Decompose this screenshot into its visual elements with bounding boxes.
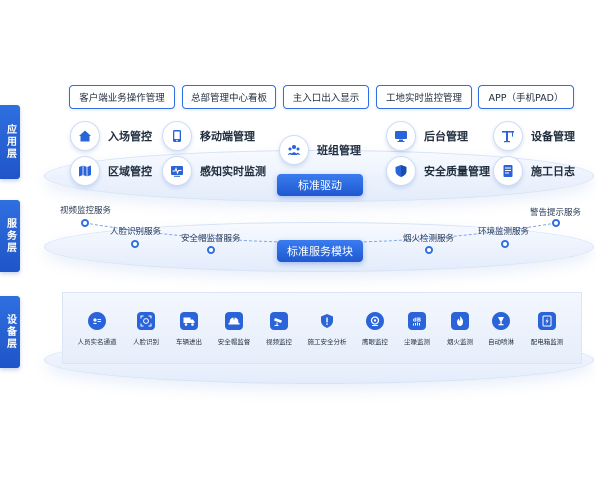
service-node-face[interactable] [131,240,139,248]
device-label: 烟火监测 [447,338,473,346]
app-module-label: 安全质量管理 [424,165,490,178]
id-card-icon [88,312,106,330]
device-item[interactable]: 人脸识别 [121,312,171,346]
device-item[interactable]: 施工安全分析 [302,312,352,346]
app-module-equipment[interactable]: 设备管理 [493,121,575,151]
app-module-label: 入场管控 [108,130,152,143]
layer-tab-service: 服务层 [0,200,20,272]
face-scan-icon [137,312,155,330]
device-label: 鹰眼监控 [362,338,388,346]
app-module-team[interactable]: 班组管理 [279,135,361,165]
device-item[interactable]: 视频监控 [254,312,304,346]
map-icon [70,156,100,186]
device-label: 尘噪监测 [404,338,430,346]
device-label: 安全帽监督 [217,338,251,346]
service-node-smoke[interactable] [425,246,433,254]
service-node-video[interactable] [81,219,89,227]
app-module-label: 班组管理 [317,144,361,157]
layer-tab-label: 服务层 [4,218,16,254]
app-module-label: 移动端管理 [200,130,255,143]
app-module-backend[interactable]: 后台管理 [386,121,468,151]
service-node-helmet[interactable] [207,246,215,254]
app-module-sensing[interactable]: 感知实时监测 [162,156,266,186]
layer-tab-device: 设备层 [0,296,20,368]
device-label: 施工安全分析 [307,338,347,346]
app-module-log[interactable]: 施工日志 [493,156,575,186]
service-label-video: 视频监控服务 [60,206,112,216]
device-item[interactable]: 车辆进出 [164,312,214,346]
app-module-label: 感知实时监测 [200,165,266,178]
truck-icon [180,312,198,330]
app-module-safety[interactable]: 安全质量管理 [386,156,490,186]
service-label-env: 环境监测服务 [478,227,530,237]
device-item[interactable]: dB 尘噪监测 [392,312,442,346]
sprinkler-icon [492,312,510,330]
cctv-camera-icon [270,312,288,330]
helmet-icon [225,312,243,330]
fire-icon [451,312,469,330]
alert-shield-icon [318,312,336,330]
service-label-alarm: 警告提示服务 [530,208,582,218]
svg-text:dB: dB [413,318,421,324]
app-module-label: 施工日志 [531,165,575,178]
device-item[interactable]: 自动喷淋 [476,312,526,346]
tag-site-monitor[interactable]: 工地实时监控管理 [376,85,472,109]
tag-hq-dashboard[interactable]: 总部管理中心看板 [182,85,276,109]
power-box-icon [538,312,556,330]
device-label: 人脸识别 [133,338,159,346]
device-label: 配电箱监测 [530,338,564,346]
service-label-smoke: 烟火检测服务 [403,234,455,244]
layer-tab-label: 应用层 [4,124,16,160]
service-label-helmet: 安全帽监督服务 [181,234,241,244]
service-label-face: 人脸识别服务 [110,227,162,237]
home-icon [70,121,100,151]
shield-icon [386,156,416,186]
monitor-icon [386,121,416,151]
team-icon [279,135,309,165]
standard-service-module-button[interactable]: 标准服务模块 [277,240,363,262]
app-module-mobile[interactable]: 移动端管理 [162,121,255,151]
tag-client-ops[interactable]: 客户端业务操作管理 [69,85,175,109]
app-module-label: 后台管理 [424,130,468,143]
device-label: 车辆进出 [176,338,202,346]
service-node-env[interactable] [501,240,509,248]
device-item[interactable]: 烟火监测 [435,312,485,346]
layer-tab-application: 应用层 [0,105,20,179]
device-label: 自动喷淋 [488,338,514,346]
webcam-icon [366,312,384,330]
standard-driver-button[interactable]: 标准驱动 [277,174,363,196]
service-node-alarm[interactable] [552,219,560,227]
device-label: 人员实名通道 [77,338,117,346]
device-item[interactable]: 安全帽监督 [209,312,259,346]
pulse-monitor-icon [162,156,192,186]
document-icon [493,156,523,186]
tablet-icon [162,121,192,151]
app-module-label: 区域管控 [108,165,152,178]
device-item[interactable]: 鹰眼监控 [350,312,400,346]
tag-entrance-display[interactable]: 主入口出入显示 [283,85,369,109]
device-label: 视频监控 [266,338,292,346]
decibel-icon: dB [408,312,426,330]
tag-app-mobile[interactable]: APP（手机PAD） [478,85,574,109]
device-item[interactable]: 人员实名通道 [72,312,122,346]
device-item[interactable]: 配电箱监测 [522,312,572,346]
app-module-area[interactable]: 区域管控 [70,156,152,186]
app-module-entry[interactable]: 入场管控 [70,121,152,151]
layer-tab-label: 设备层 [4,314,16,350]
crane-icon [493,121,523,151]
app-module-label: 设备管理 [531,130,575,143]
